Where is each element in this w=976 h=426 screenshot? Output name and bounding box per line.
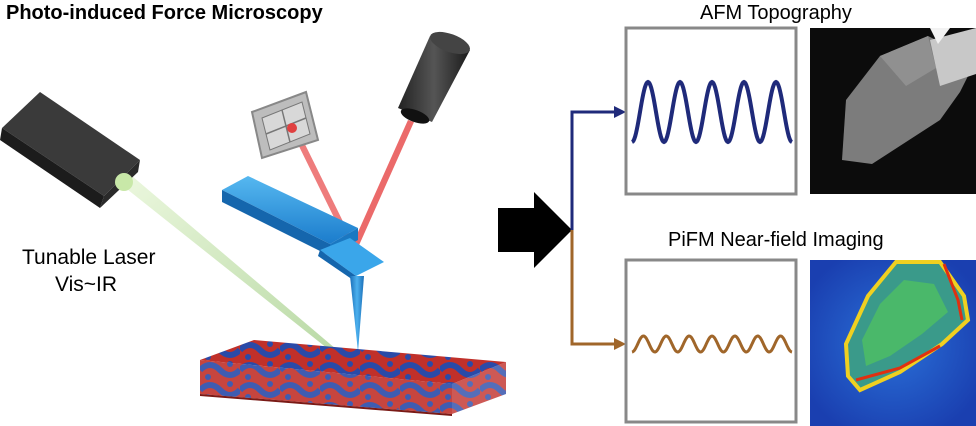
pifm-branch-line (570, 230, 616, 346)
tunable-laser-beam (118, 176, 356, 368)
cantilever-icon (222, 176, 384, 352)
pifm-imaging-title: PiFM Near-field Imaging (668, 229, 884, 251)
afm-topography-title: AFM Topography (700, 2, 852, 24)
photodetector-icon (250, 90, 320, 160)
diagram-title: Photo-induced Force Microscopy (6, 2, 323, 24)
laser-range-label: Vis~IR (55, 273, 118, 296)
afm-signal-wave (631, 79, 793, 145)
detector-laser-icon (398, 31, 470, 124)
tunable-laser-label: Tunable Laser (22, 246, 156, 269)
afm-signal-panel (624, 26, 798, 196)
pifm-signal-wave (631, 334, 793, 354)
pifm-branch-arrowhead (614, 338, 626, 350)
arrow-right-icon (498, 192, 572, 268)
detector-beam-in (350, 120, 414, 252)
afm-topography-image (810, 28, 976, 194)
tunable-laser-icon (0, 92, 140, 208)
pifm-near-field-image (810, 260, 976, 426)
afm-branch-arrowhead (614, 106, 626, 118)
afm-branch-line (570, 110, 616, 230)
sample-icon (200, 340, 506, 416)
pifm-signal-panel (624, 258, 798, 424)
